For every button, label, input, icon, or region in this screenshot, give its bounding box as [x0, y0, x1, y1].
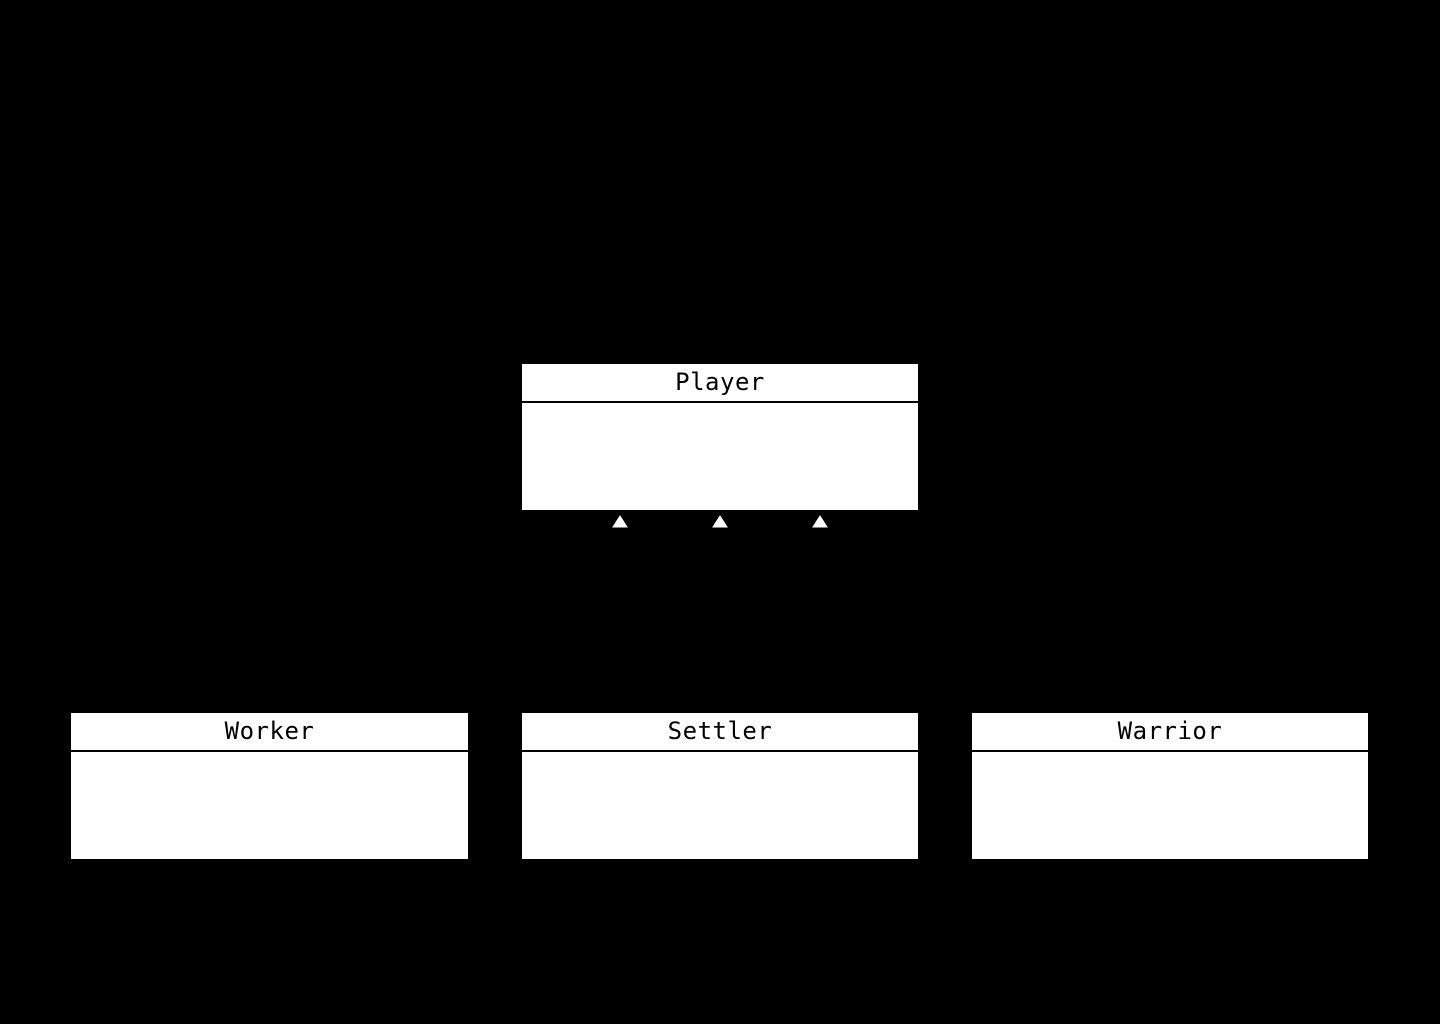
uml-class-player-body: [522, 403, 918, 510]
connector-warrior-drop: [1169, 589, 1171, 713]
uml-class-settler-body: [522, 752, 918, 859]
uml-class-settler-title: Settler: [522, 713, 918, 750]
uml-class-player-divider: [522, 401, 918, 403]
connector-worker-to-player: [619, 528, 621, 590]
uml-class-worker-title: Worker: [71, 713, 468, 750]
uml-class-player[interactable]: Player: [522, 364, 918, 510]
connector-warrior-horizontal: [819, 589, 1171, 591]
uml-class-worker-body: [71, 752, 468, 859]
uml-class-warrior-title: Warrior: [972, 713, 1368, 750]
uml-class-settler[interactable]: Settler: [522, 713, 918, 859]
uml-class-warrior-divider: [972, 750, 1368, 752]
connector-settler-to-player: [719, 528, 721, 713]
uml-class-worker-divider: [71, 750, 468, 752]
inheritance-arrow-warrior: [810, 513, 830, 529]
uml-class-player-title: Player: [522, 364, 918, 401]
inheritance-arrow-worker: [610, 513, 630, 529]
uml-class-warrior[interactable]: Warrior: [972, 713, 1368, 859]
uml-class-settler-divider: [522, 750, 918, 752]
connector-warrior-to-player: [819, 528, 821, 590]
uml-class-worker[interactable]: Worker: [71, 713, 468, 859]
uml-class-warrior-body: [972, 752, 1368, 859]
connector-worker-horizontal: [269, 589, 621, 591]
inheritance-arrow-settler: [710, 513, 730, 529]
connector-worker-drop: [268, 589, 270, 713]
